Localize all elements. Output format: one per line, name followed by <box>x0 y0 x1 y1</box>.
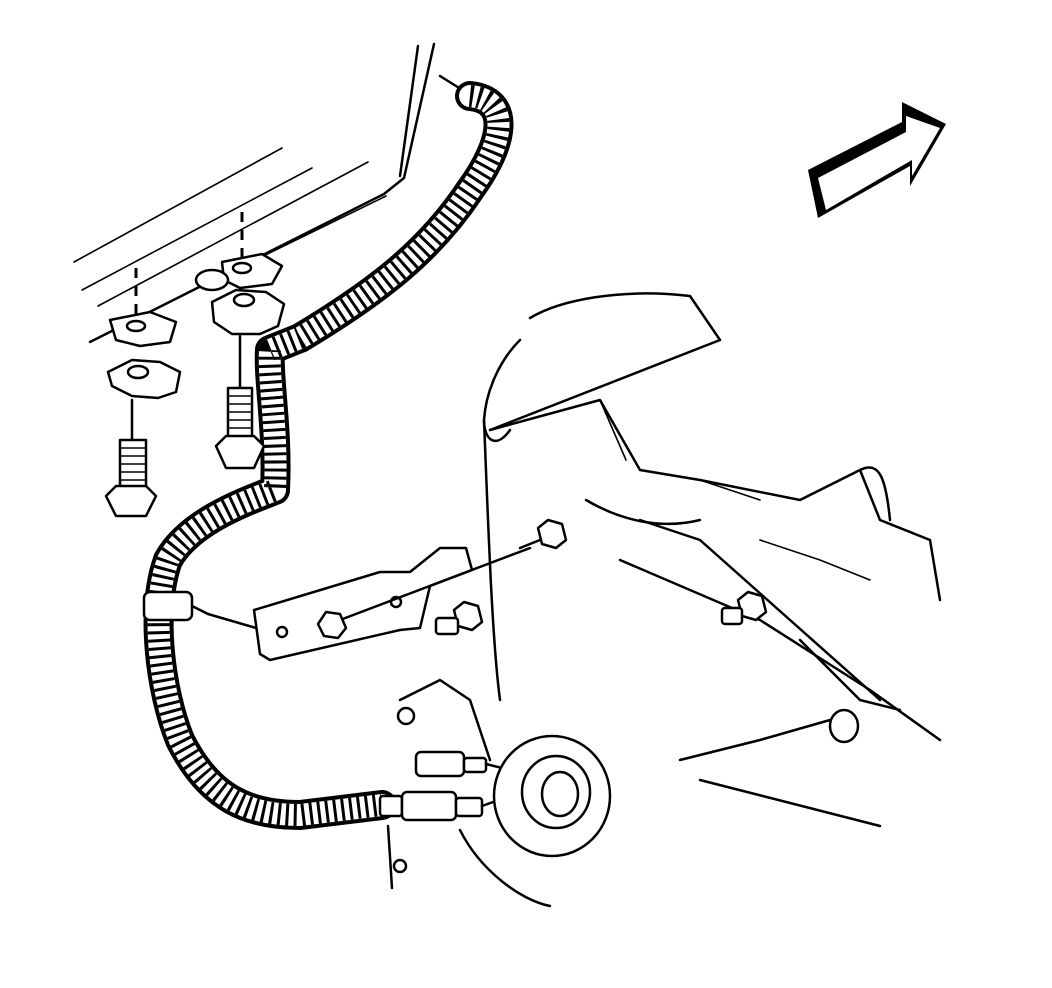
housing-stud-left <box>434 600 484 636</box>
transmission-housing <box>482 292 942 828</box>
round-sensor-component <box>492 734 612 858</box>
housing-stud-right <box>720 590 768 626</box>
harness-support-bracket <box>206 546 532 662</box>
housing-stud-upper <box>518 518 568 550</box>
wiring-harness-conduit <box>143 81 514 830</box>
lower-housing-outline <box>386 678 552 908</box>
housing-plug <box>828 708 860 744</box>
left-mounting-clip <box>106 268 182 400</box>
direction-arrow-icon <box>808 102 946 218</box>
harness-connector <box>378 750 512 822</box>
right-mounting-clip <box>194 212 286 336</box>
harness-junction-clip <box>142 590 210 622</box>
left-bolt <box>104 398 158 518</box>
right-bolt <box>214 334 266 470</box>
body-panel <box>73 42 474 344</box>
